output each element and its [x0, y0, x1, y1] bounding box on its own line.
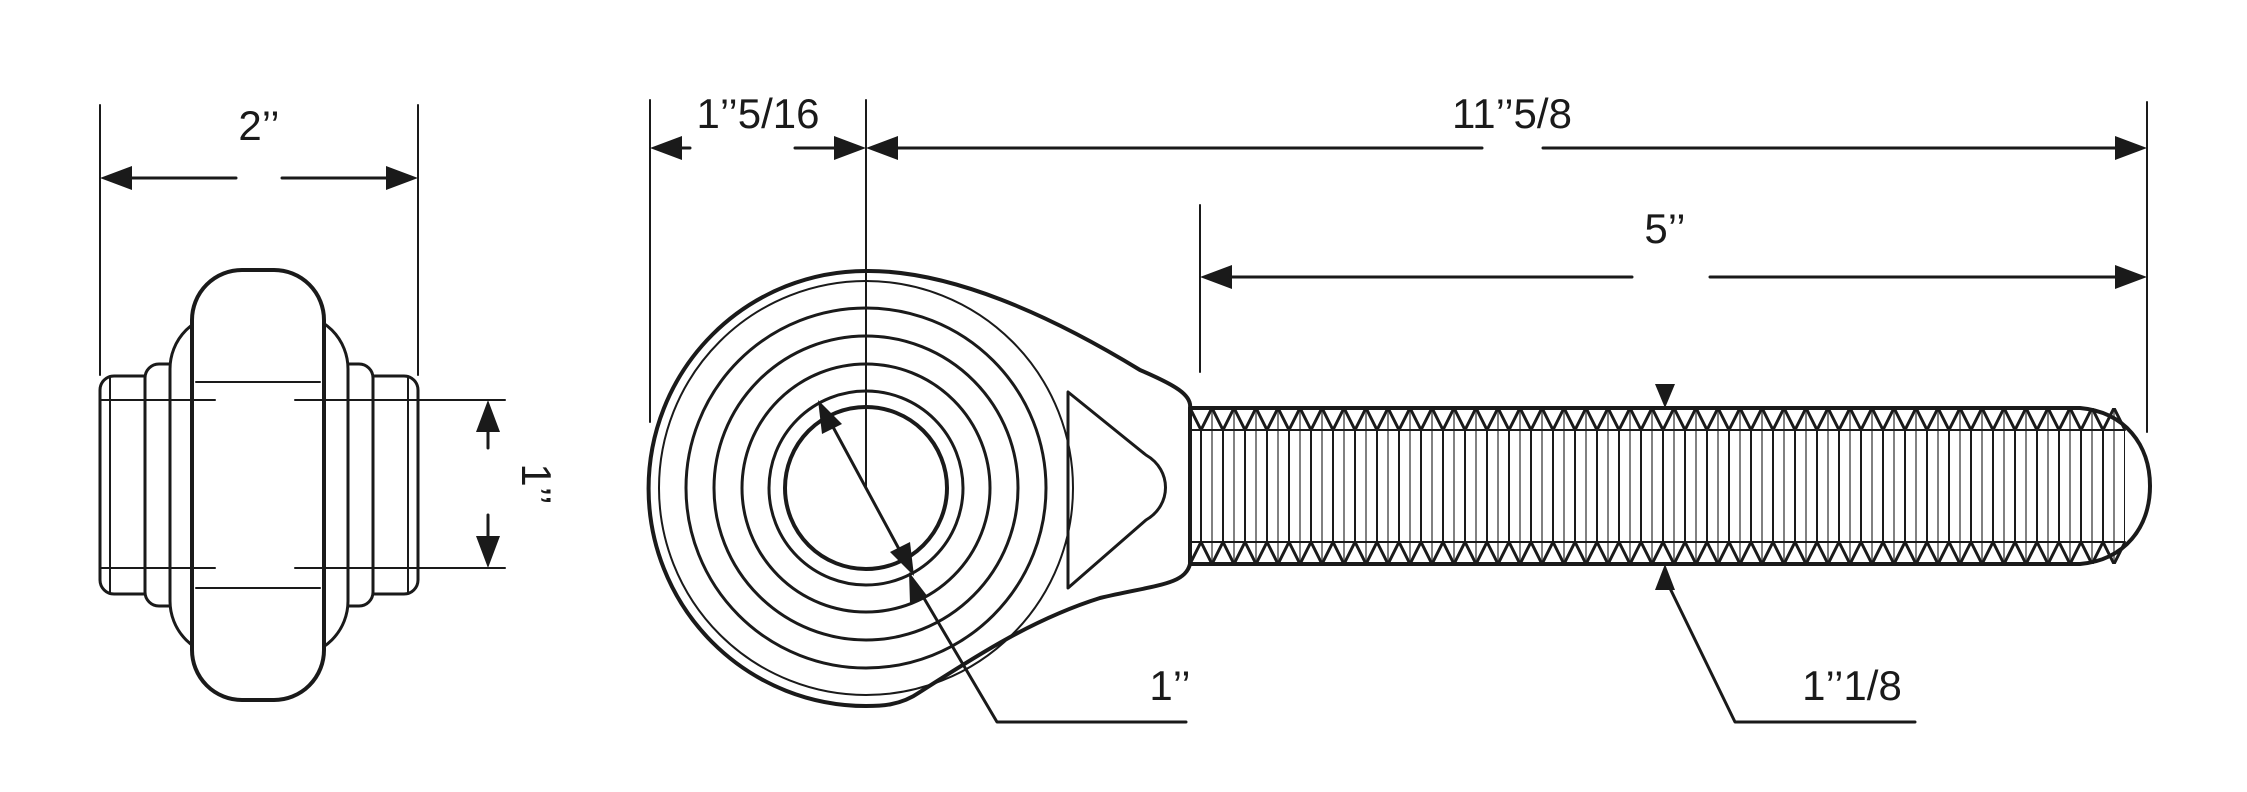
side-view: 2’’ 1’’: [98, 102, 560, 702]
bore-diameter-label: 1’’: [1149, 662, 1190, 709]
rod-end-head: [646, 268, 1193, 708]
overall-length-label: 11’’5/8: [1452, 90, 1572, 137]
side-height-label: 1’’: [513, 463, 560, 504]
side-ball-housing: [190, 268, 326, 702]
thread-length-label: 5’’: [1644, 205, 1685, 252]
threaded-shank: [1188, 406, 2152, 566]
side-width-label: 2’’: [238, 102, 279, 149]
eye-offset-label: 1’’5/16: [696, 90, 819, 137]
rod-end-eye-tip: [1066, 390, 1167, 590]
rod-end-front-view: 1’’5/16 11’’5/8 5’’ 1’’ 1’’1/8: [646, 90, 2152, 724]
thread-diameter-label: 1’’1/8: [1802, 662, 1902, 709]
